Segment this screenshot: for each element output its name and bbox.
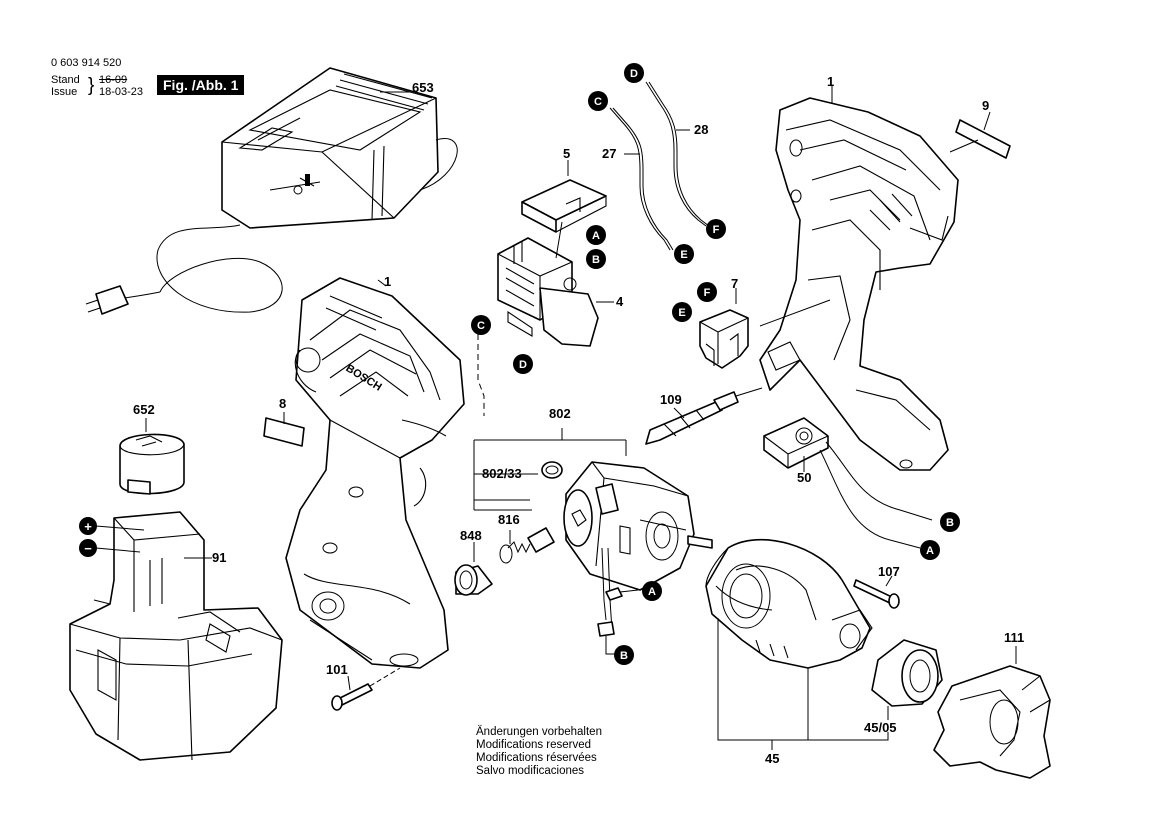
connector-d-top: D xyxy=(630,68,638,80)
charger xyxy=(221,67,439,229)
charger-cable xyxy=(156,224,283,313)
label-109: 109 xyxy=(660,392,682,407)
connector-c-top: C xyxy=(594,96,602,108)
charger-cable-rear xyxy=(419,138,458,191)
label-653: 653 xyxy=(412,80,434,95)
connector-badges: D C F E A B C D F E B A A B xyxy=(471,63,960,665)
label-45: 45 xyxy=(765,751,779,766)
plus-terminal-icon xyxy=(79,517,97,535)
connector-c-switch: C xyxy=(477,320,485,332)
terminal-block xyxy=(699,309,749,369)
figure-label: Fig. /Abb. 1 xyxy=(157,75,245,95)
motor xyxy=(563,461,713,591)
connector-b-led: B xyxy=(946,517,954,529)
connector-b-motor: B xyxy=(620,650,628,662)
battery-small xyxy=(119,433,185,495)
note-es: Salvo modificaciones xyxy=(476,765,585,777)
housing-left: BOSCH xyxy=(285,277,465,669)
label-1-right: 1 xyxy=(827,74,834,89)
label-5: 5 xyxy=(563,146,570,161)
label-101: 101 xyxy=(326,662,348,677)
label-107: 107 xyxy=(878,564,900,579)
bracket-45 xyxy=(717,618,889,741)
connector-e-terminal: E xyxy=(678,307,685,319)
screwdriver-bit xyxy=(645,391,739,445)
label-4: 4 xyxy=(616,294,624,309)
note-fr: Modifications réservées xyxy=(476,752,597,764)
housing-right xyxy=(759,97,959,471)
connector-d-switch: D xyxy=(519,359,527,371)
plus-sign: + xyxy=(84,519,92,534)
label-802: 802 xyxy=(549,406,571,421)
nameplate xyxy=(263,417,305,447)
note-en: Modifications reserved xyxy=(476,739,592,751)
label-802-33: 802/33 xyxy=(482,466,522,481)
label-1-left: 1 xyxy=(384,274,391,289)
led-wire-b xyxy=(825,441,933,521)
battery-pack xyxy=(69,511,283,761)
connector-f-wire: F xyxy=(713,224,720,236)
connector-a-led: A xyxy=(926,545,934,557)
connector-e-wire: E xyxy=(680,249,687,261)
carbon-brush xyxy=(499,527,555,564)
motor-terminal-a xyxy=(605,587,623,601)
label-816: 816 xyxy=(498,512,520,527)
part-number: 0 603 914 520 xyxy=(51,57,122,69)
screw-101 xyxy=(331,683,373,711)
label-28: 28 xyxy=(694,122,708,137)
label-111: 111 xyxy=(1004,630,1024,645)
motor-terminal-b xyxy=(597,621,615,637)
connector-a-motor: A xyxy=(648,586,656,598)
switch-button xyxy=(521,179,607,233)
stand-label: Stand xyxy=(51,74,80,86)
assembly-guide-line xyxy=(477,334,485,416)
wire-27 xyxy=(609,107,671,251)
label-91: 91 xyxy=(212,550,226,565)
label-sticker xyxy=(955,119,1011,159)
label-50: 50 xyxy=(797,470,811,485)
guide-line-terminal xyxy=(759,299,831,327)
screw-107 xyxy=(853,579,900,609)
issue-value: 18-03-23 xyxy=(99,86,144,98)
minus-terminal-icon xyxy=(79,539,97,557)
label-7: 7 xyxy=(731,276,738,291)
front-cap xyxy=(933,665,1051,779)
label-45-05: 45/05 xyxy=(864,720,897,735)
label-652: 652 xyxy=(133,402,155,417)
leader-5-switch xyxy=(555,221,563,259)
o-ring xyxy=(541,461,563,479)
stand-value: 16-09 xyxy=(99,74,128,86)
issue-label: Issue xyxy=(51,86,78,98)
connector-f-terminal: F xyxy=(704,287,711,299)
connector-a-switch: A xyxy=(592,230,600,242)
led-wire-a xyxy=(819,449,921,549)
label-8: 8 xyxy=(279,396,286,411)
end-cap xyxy=(454,564,493,596)
minus-sign: − xyxy=(84,541,92,556)
led-board xyxy=(763,417,829,469)
bracket-802 xyxy=(473,428,627,511)
label-27: 27 xyxy=(602,146,616,161)
label-848: 848 xyxy=(460,528,482,543)
note-de: Änderungen vorbehalten xyxy=(476,726,602,738)
wire-28 xyxy=(645,81,707,227)
trigger-switch xyxy=(497,237,599,347)
version-brace: } xyxy=(88,75,95,96)
connector-b-switch: B xyxy=(592,254,600,266)
label-9: 9 xyxy=(982,98,989,113)
modification-notes: Änderungen vorbehalten Modifications res… xyxy=(476,726,602,778)
sleeve xyxy=(871,639,943,707)
mains-plug xyxy=(85,285,129,315)
gear-housing xyxy=(705,538,873,669)
